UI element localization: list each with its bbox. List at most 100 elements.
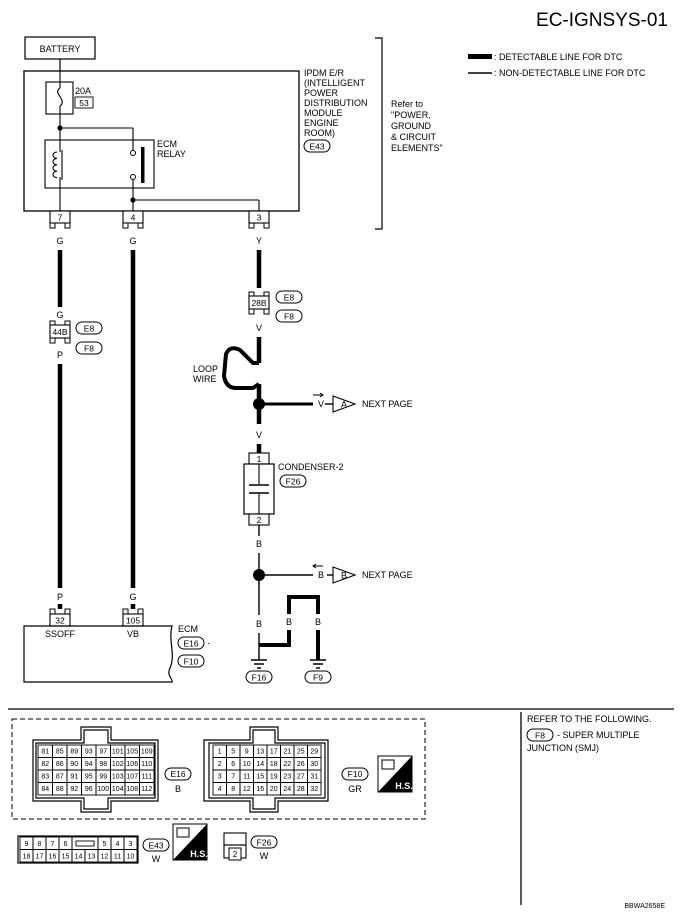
e16-pin: 86: [56, 761, 64, 768]
ipdm-label: (INTELLIGENT: [304, 78, 366, 88]
refer-text: & CIRCUIT: [391, 132, 437, 142]
f10-pin: 22: [283, 761, 291, 768]
f10-pin: 30: [310, 761, 318, 768]
pin-number: 7: [58, 213, 63, 223]
ecm-pin-name: VB: [127, 629, 139, 639]
loop-wire-label: LOOP: [193, 364, 218, 374]
e16-housing: [35, 729, 156, 810]
f10-cell: [307, 782, 322, 796]
refer-following-title: REFER TO THE FOLLOWING.: [527, 714, 652, 724]
battery-label: BATTERY: [40, 44, 81, 54]
connector-id: F8: [284, 312, 294, 322]
f10-pin: 13: [256, 749, 264, 756]
joint-connector-44b: 44B: [49, 320, 71, 344]
f10-housing-inner: [203, 726, 329, 813]
wire-color: P: [57, 350, 63, 360]
e16-pin: 95: [85, 774, 93, 781]
f26-pin: 2: [233, 850, 238, 859]
e16-pin: 109: [141, 749, 153, 756]
connector-icon: [176, 827, 190, 838]
loop-wire: [221, 346, 261, 390]
e43-pin: 16: [49, 853, 57, 860]
e43-id: E43: [148, 841, 163, 851]
wire-color: B: [256, 619, 262, 629]
f26-face: 1 2: [223, 832, 247, 861]
connector-tag: [341, 767, 369, 781]
relay-label: ECM: [157, 139, 177, 149]
f10-pin: 32: [310, 786, 318, 793]
connector-tag: [75, 321, 103, 335]
f10-pin: 11: [243, 774, 250, 781]
e43-pin: 10: [127, 853, 135, 860]
connector-tag: [304, 670, 332, 684]
e43-pin: 4: [116, 841, 120, 848]
fuse-element: [57, 87, 63, 107]
e16-pin: 105: [126, 749, 138, 756]
ecm-relay: ECM RELAY: [44, 139, 186, 213]
ground-symbol: [251, 659, 267, 669]
wire-color: B: [286, 617, 292, 627]
separator-dot: ·: [207, 638, 210, 649]
ground-id: F16: [252, 673, 267, 683]
wire-color: G: [56, 310, 63, 320]
ecm-pin-32: 32: [49, 608, 71, 627]
f10-pin: 3: [218, 774, 222, 781]
relay-box: [44, 139, 155, 189]
ipdm-label: ENGINE: [304, 118, 339, 128]
e16-pin: 98: [99, 761, 107, 768]
refer-text: GROUND: [391, 121, 431, 131]
ecm-box: [23, 625, 173, 683]
next-page-flag: [332, 395, 357, 413]
hs-text: H.S.: [190, 849, 208, 859]
ipdm-pin-7: 7: [49, 210, 71, 229]
direction-arrow: [312, 563, 323, 569]
f10-pin: 17: [270, 749, 278, 756]
e43-pin: 14: [75, 853, 83, 860]
refer-following-text: - SUPER MULTIPLE: [557, 730, 639, 740]
e16-pin: 91: [70, 774, 78, 781]
legend-non-detectable-text: : NON-DETECTABLE LINE FOR DTC: [494, 68, 646, 78]
wire-color: B: [318, 570, 324, 580]
f10-housing: [208, 729, 326, 810]
connector-view-area: [11, 718, 426, 820]
next-page-flag-letter: B: [341, 571, 347, 581]
connector-icon: [381, 759, 395, 770]
e16-pin: 83: [41, 774, 49, 781]
f10-pin: 15: [256, 774, 264, 781]
e16-pin: 110: [141, 761, 152, 768]
thick-wire: [57, 604, 136, 609]
fuse-number: 53: [79, 98, 89, 108]
legend-detectable-text: : DETECTABLE LINE FOR DTC: [494, 52, 623, 62]
ipdm-label: DISTRIBUTION: [304, 98, 368, 108]
e16-pin: 97: [99, 749, 107, 756]
pin-number: 4: [131, 213, 136, 223]
f10-pin: 9: [245, 749, 249, 756]
condenser-name: CONDENSER-2: [278, 462, 344, 472]
f10-pin: 2: [218, 761, 222, 768]
e43-color: W: [152, 854, 161, 864]
f10-pin: 27: [297, 774, 305, 781]
f10-color: GR: [348, 784, 362, 794]
pin-number: 3: [257, 213, 262, 223]
f10-pin: 28: [297, 786, 305, 793]
direction-arrow: [313, 392, 324, 398]
connector-id: E16: [183, 639, 198, 649]
e16-pin: 107: [126, 774, 138, 781]
relay-label: RELAY: [157, 149, 186, 159]
e16-pin: 111: [141, 774, 152, 781]
loop-wire-label: WIRE: [193, 374, 217, 384]
e43-pin: 17: [36, 853, 44, 860]
f10-pin: 20: [270, 786, 278, 793]
e16-pin: 103: [112, 774, 124, 781]
refer-following-connector: F8: [535, 731, 545, 741]
f10-pin: 12: [243, 786, 251, 793]
legend-thick-line: [468, 54, 492, 59]
connector-tag: [250, 835, 278, 849]
wire-color: V: [256, 430, 262, 440]
ecm-pin-name: SSOFF: [45, 629, 76, 639]
f10-pin: 18: [270, 761, 278, 768]
e16-pin: 87: [56, 774, 64, 781]
ipdm-box: [23, 70, 300, 212]
